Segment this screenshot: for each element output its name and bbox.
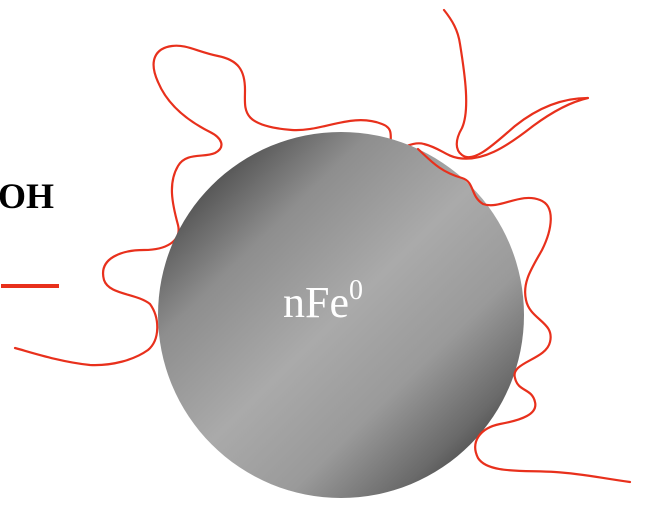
nanoparticle-label-superscript: 0 — [349, 275, 363, 306]
nanoparticle-label: nFe0 — [283, 281, 363, 325]
oh-label: OH — [0, 178, 54, 214]
nanoparticle-label-text: nFe — [283, 278, 349, 327]
side-bar — [1, 284, 59, 288]
